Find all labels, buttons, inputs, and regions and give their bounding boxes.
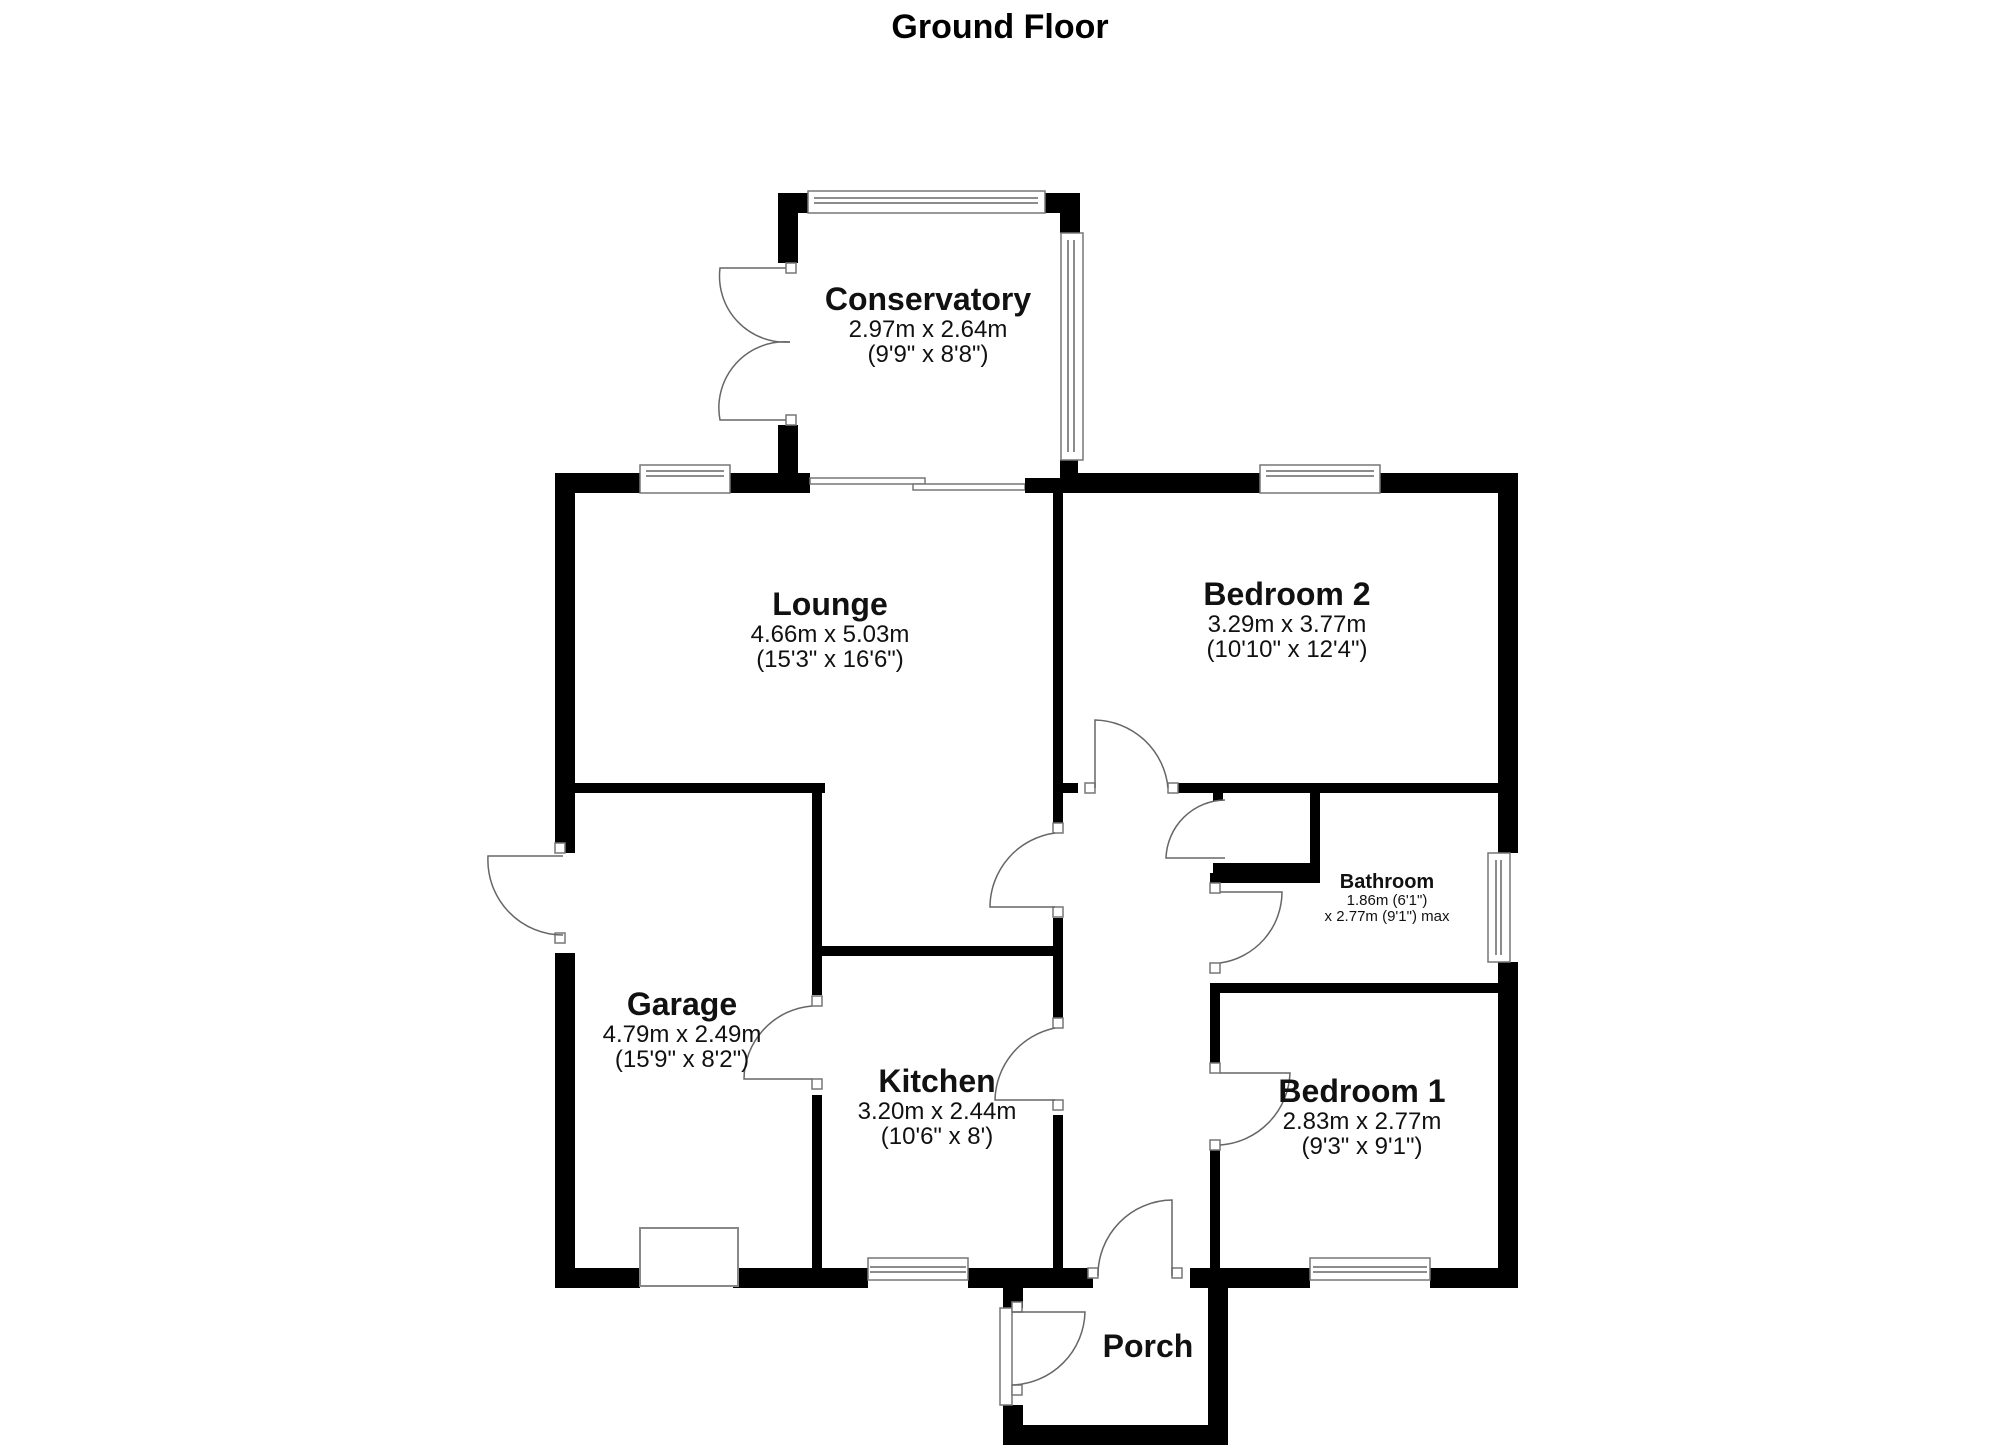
door-garage-side[interactable] — [487, 842, 566, 944]
window-bedroom2 — [1259, 464, 1381, 494]
room-dimensions-metric: 2.97m x 2.64m — [848, 315, 1008, 343]
room-bedroom2: Bedroom 2 3.29m x 3.77m (10'10" x 12'4") — [1203, 576, 1371, 663]
room-name: Porch — [1102, 1328, 1194, 1364]
room-lounge: Lounge 4.66m x 5.03m (15'3" x 16'6") — [750, 586, 910, 673]
room-garage: Garage 4.79m x 2.49m (15'9" x 8'2") — [602, 986, 762, 1073]
room-porch: Porch — [1102, 1328, 1194, 1364]
room-dimensions-metric: 4.79m x 2.49m — [602, 1020, 762, 1048]
room-name: Bedroom 1 — [1278, 1073, 1446, 1109]
room-name: Bedroom 2 — [1203, 576, 1371, 612]
room-name: Bathroom — [1339, 871, 1435, 893]
door-hall-porch[interactable] — [1087, 1199, 1183, 1279]
room-name: Kitchen — [878, 1063, 996, 1099]
room-conservatory: Conservatory 2.97m x 2.64m (9'9" x 8'8") — [824, 281, 1032, 368]
door-hall-bedroom1[interactable] — [1209, 1062, 1291, 1151]
window-bathroom — [1487, 852, 1511, 963]
window-conservatory-top — [807, 190, 1046, 214]
garage-door[interactable] — [639, 1227, 739, 1287]
room-dimensions-imperial: (15'3" x 16'6") — [756, 645, 904, 673]
floor-title: Ground Floor — [891, 8, 1109, 46]
door-hall-kitchen[interactable] — [994, 1017, 1064, 1111]
room-dimensions-metric: 1.86m (6'1") — [1346, 892, 1428, 909]
room-name: Lounge — [772, 586, 888, 622]
door-garage-kitchen[interactable] — [743, 995, 823, 1090]
room-name: Garage — [626, 986, 738, 1022]
room-dimensions-metric: 4.66m x 5.03m — [750, 620, 910, 648]
window-conservatory-right — [1060, 232, 1084, 461]
room-dimensions-metric: 2.83m x 2.77m — [1282, 1107, 1442, 1135]
door-hall-cupboard[interactable] — [1165, 799, 1226, 859]
window-bedroom1 — [1309, 1257, 1431, 1281]
room-dimensions-metric: 3.29m x 3.77m — [1207, 610, 1367, 638]
room-dimensions-imperial: (10'10" x 12'4") — [1206, 635, 1368, 663]
interior-walls — [555, 493, 1508, 1445]
room-dimensions-imperial: (15'9" x 8'2") — [614, 1045, 750, 1073]
sliding-door-lounge-conservatory[interactable] — [809, 477, 1060, 493]
door-porch-front[interactable] — [999, 1301, 1086, 1406]
room-dimensions-imperial: (9'3" x 9'1") — [1301, 1132, 1423, 1160]
room-dimensions-imperial: (10'6" x 8') — [880, 1122, 994, 1150]
door-hall-bathroom[interactable] — [1209, 882, 1283, 974]
room-bedroom1: Bedroom 1 2.83m x 2.77m (9'3" x 9'1") — [1278, 1073, 1446, 1160]
window-kitchen — [867, 1257, 969, 1281]
room-dimensions-imperial: x 2.77m (9'1") max — [1324, 907, 1450, 925]
window-lounge — [639, 464, 731, 494]
room-dimensions-imperial: (9'9" x 8'8") — [867, 340, 989, 368]
outer-walls — [555, 473, 1518, 1288]
room-name: Conservatory — [824, 281, 1032, 317]
door-hall-lounge[interactable] — [989, 822, 1064, 918]
door-hall-bedroom2[interactable] — [1084, 719, 1179, 794]
door-conservatory-french[interactable] — [718, 262, 797, 426]
room-dimensions-metric: 3.20m x 2.44m — [857, 1097, 1017, 1125]
room-bathroom: Bathroom 1.86m (6'1") x 2.77m (9'1") max — [1325, 872, 1450, 925]
room-kitchen: Kitchen 3.20m x 2.44m (10'6" x 8') — [857, 1063, 1017, 1150]
